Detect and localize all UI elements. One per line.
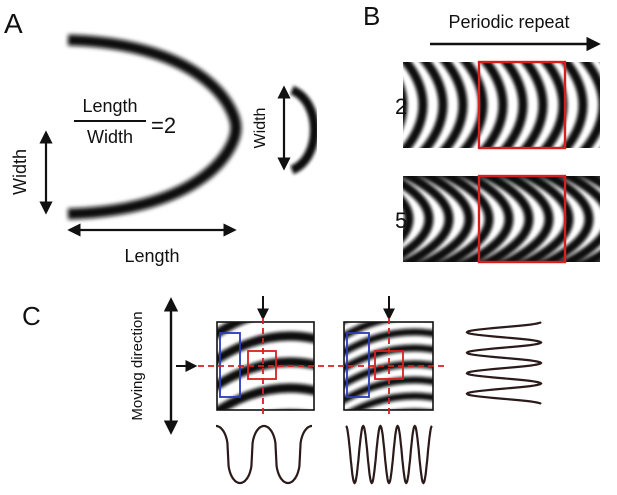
grating-arc-ratio-5-7 [478, 176, 534, 262]
periodic-repeat-label: Periodic repeat [448, 12, 569, 32]
receptive-window-box-2 [346, 332, 370, 398]
grating-arc-ratio-2-12 [608, 43, 617, 167]
stimulus-stripe-1-3 [217, 383, 314, 410]
panel-b-letter: B [363, 1, 380, 31]
grating-arc-ratio-5-12 [578, 176, 600, 262]
stimulus-stripe-1-0 [217, 322, 250, 339]
ratio-numerator: Length [82, 96, 137, 116]
grating-arc-ratio-5-0 [330, 167, 389, 271]
panel-b: B Periodic repeat 2 5 [330, 1, 617, 271]
row-label-ratio-5: 5 [395, 208, 407, 233]
grating-arc-ratio-2-1 [403, 62, 428, 148]
receptive-window-box-1 [219, 332, 241, 398]
stimulus-stripes-2 [344, 322, 433, 410]
repeat-unit-box-ratio-2 [477, 60, 567, 150]
length-label: Length [124, 246, 179, 266]
stimulus-stripe-2-5 [344, 376, 433, 405]
response-trace-vertical [465, 321, 543, 405]
grating-arc-ratio-2-7 [520, 62, 548, 148]
small-curved-stripe [289, 85, 319, 175]
grating-arc-ratio-5-8 [498, 176, 554, 262]
response-trace-1 [216, 424, 312, 485]
width-label: Width [10, 149, 30, 195]
center-box-2 [374, 350, 404, 380]
stimulus-stripe-2-3 [344, 344, 433, 373]
repeat-unit-box-ratio-5 [477, 174, 567, 264]
grating-arc-ratio-5-6 [458, 176, 514, 262]
panel-c-letter: C [22, 301, 41, 331]
moving-direction-label: Moving direction [129, 311, 146, 420]
grating-arc-ratio-5-11 [558, 176, 600, 262]
small-width-label: Width [252, 108, 269, 149]
panel-a-letter: A [4, 8, 23, 39]
stimulus-stripe-1-2 [217, 357, 314, 391]
grating-arc-ratio-5-2 [403, 179, 434, 259]
grating-arcs-ratio-2 [403, 43, 617, 167]
grating-arc-ratio-5-9 [518, 176, 574, 262]
panel-a: A Length Width =2 Width Length Width [4, 8, 319, 266]
grating-arcs-ratio-5 [330, 167, 600, 271]
panel-c: C Moving direction [22, 296, 543, 485]
grating-arc-ratio-2-2 [420, 62, 448, 148]
stimulus-stripe-1-1 [217, 331, 314, 365]
grating-arc-ratio-2-3 [440, 62, 468, 148]
large-parabolic-stripe [67, 34, 242, 220]
grating-arc-ratio-5-4 [418, 176, 474, 262]
ratio-value: =2 [151, 113, 176, 138]
grating-arc-ratio-2-5 [480, 62, 508, 148]
ratio-denominator: Width [87, 127, 133, 147]
stimulus-stripe-2-2 [344, 328, 433, 357]
row-label-ratio-2: 2 [395, 94, 407, 119]
grating-arc-ratio-2-6 [500, 62, 528, 148]
response-trace-2 [345, 424, 433, 485]
stimulus-stripe-2-6 [347, 392, 433, 410]
stimulus-stripes-1 [217, 322, 314, 410]
stimulus-stripe-2-4 [344, 360, 433, 389]
grating-arc-ratio-2-9 [560, 62, 588, 148]
stimulus-stripe-2-1 [344, 322, 390, 341]
grating-arc-ratio-2-8 [540, 62, 568, 148]
grating-arc-ratio-2-4 [460, 62, 488, 148]
grating-arc-ratio-5-10 [538, 176, 594, 262]
stimulus-stripe-2-7 [395, 408, 433, 410]
grating-arc-ratio-5-1 [403, 195, 414, 243]
grating-arc-ratio-5-5 [438, 176, 494, 262]
center-box-1 [247, 350, 277, 380]
grating-arc-ratio-5-3 [403, 176, 454, 262]
